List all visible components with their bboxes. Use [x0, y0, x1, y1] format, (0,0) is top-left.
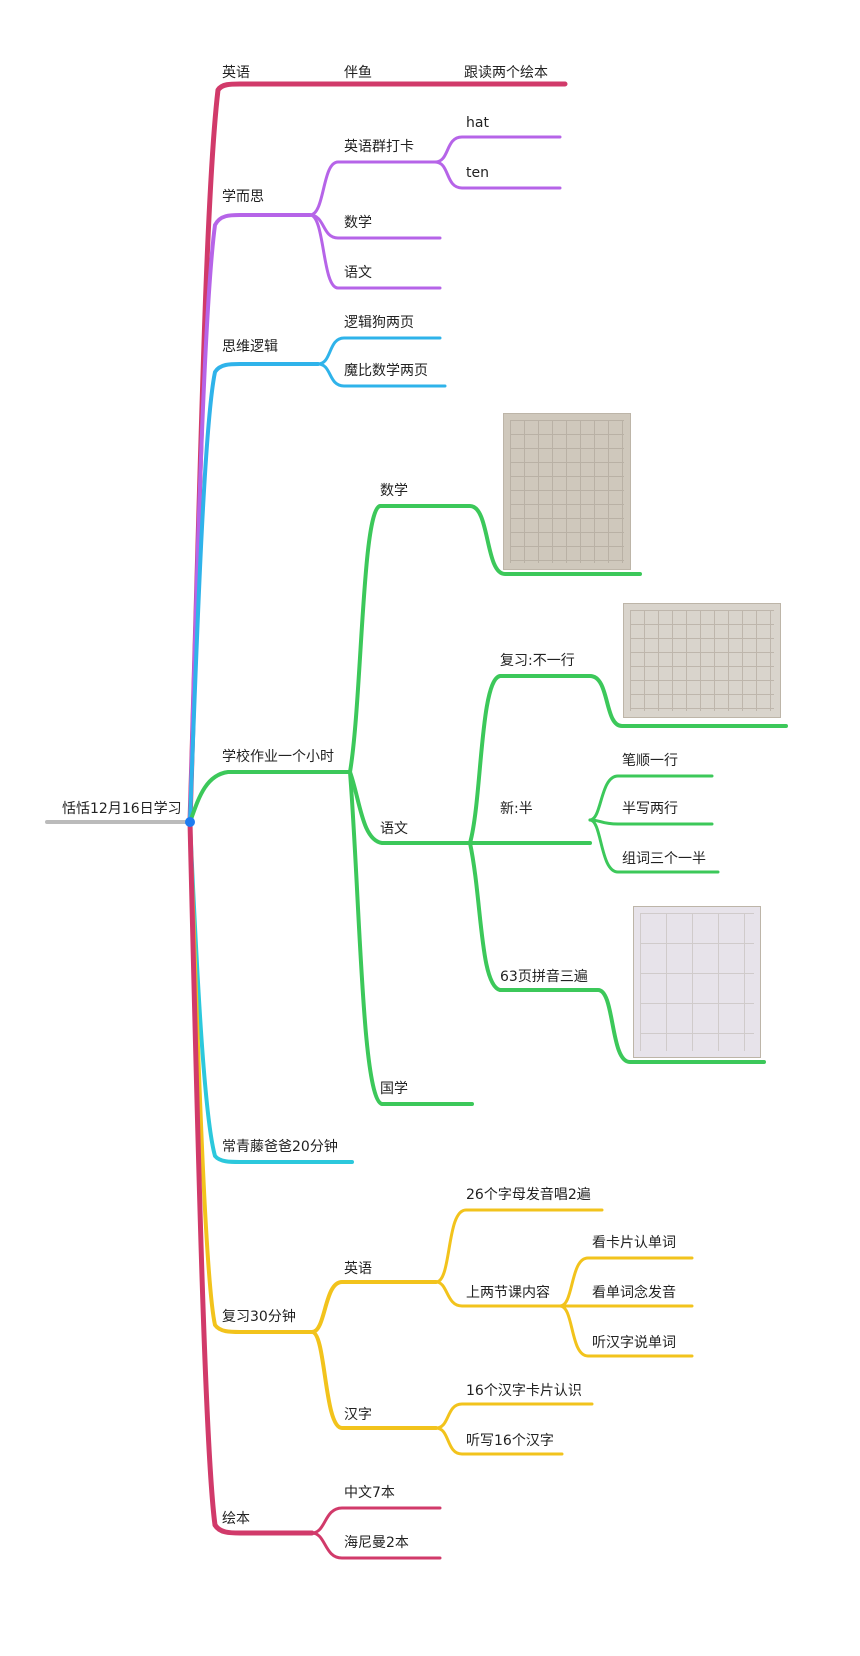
node-hw-new[interactable]: 新:半	[500, 801, 533, 817]
edge-xueersi-math	[308, 213, 442, 240]
edge-r-dictation	[434, 1426, 564, 1456]
node-ivy[interactable]: 常青藤爸爸20分钟	[222, 1139, 338, 1155]
edge-r-english	[310, 1280, 438, 1334]
edge-r-cards	[558, 1256, 694, 1308]
node-hw-pinyin[interactable]: 63页拼音三遍	[500, 969, 588, 985]
node-r-dictation[interactable]: 听写16个汉字	[466, 1433, 554, 1449]
node-r-hanzi[interactable]: 汉字	[344, 1407, 372, 1423]
edge-books-cn	[310, 1506, 442, 1535]
edge-homework	[188, 770, 352, 824]
node-hw-math[interactable]: 数学	[380, 483, 408, 499]
edge-hw-guoxue	[348, 770, 474, 1106]
photo-thumbnail-math[interactable]	[503, 413, 631, 570]
edge-logic-b	[316, 362, 447, 388]
node-hw-stroke[interactable]: 笔顺一行	[622, 753, 678, 769]
edge-r-listen	[558, 1304, 694, 1358]
edge-xueersi-card	[308, 160, 437, 217]
node-xueersi-card[interactable]: 英语群打卡	[344, 139, 414, 155]
node-homework[interactable]: 学校作业一个小时	[222, 749, 334, 765]
node-r-pron[interactable]: 看单词念发音	[592, 1285, 676, 1301]
photo-thumbnail-review[interactable]	[623, 603, 781, 718]
node-english-read[interactable]: 跟读两个绘本	[464, 65, 548, 81]
edge-xueersi-chinese	[308, 213, 442, 290]
edge-r-lessons	[434, 1280, 562, 1308]
edge-hw-review	[468, 674, 788, 845]
node-review30[interactable]: 复习30分钟	[222, 1309, 296, 1325]
edge-r-hanzi	[310, 1330, 438, 1430]
node-r-listen[interactable]: 听汉字说单词	[592, 1335, 676, 1351]
node-xueersi-chinese[interactable]: 语文	[344, 265, 372, 281]
node-hw-review[interactable]: 复习:不一行	[500, 653, 575, 669]
node-books-cn[interactable]: 中文7本	[344, 1485, 395, 1501]
edge-hw-pinyin	[468, 841, 766, 1064]
node-english[interactable]: 英语	[222, 65, 250, 81]
node-r-lessons[interactable]: 上两节课内容	[466, 1285, 550, 1301]
node-logic[interactable]: 思维逻辑	[222, 339, 278, 355]
edge-hw-chinese	[348, 770, 472, 845]
node-english-banyu[interactable]: 伴鱼	[344, 65, 372, 81]
edge-xueersi-ten	[433, 160, 562, 190]
edge-ivy	[188, 820, 354, 1164]
node-xueersi-ten[interactable]: ten	[466, 165, 489, 181]
edge-r-hcards	[434, 1402, 594, 1430]
node-hw-words[interactable]: 组词三个一半	[622, 851, 706, 867]
edge-books	[187, 819, 315, 1536]
node-r-letters[interactable]: 26个字母发音唱2遍	[466, 1187, 591, 1203]
node-logic-b[interactable]: 魔比数学两页	[344, 363, 428, 379]
edge-hw-stroke	[588, 774, 714, 822]
edge-xueersi	[188, 213, 312, 824]
node-r-english[interactable]: 英语	[344, 1261, 372, 1277]
root-dot	[185, 817, 195, 827]
edge-xueersi-hat	[433, 135, 562, 164]
node-r-hcards[interactable]: 16个汉字卡片认识	[466, 1383, 582, 1399]
edge-logic	[188, 362, 320, 824]
edge-hw-words	[588, 818, 720, 874]
node-books-hn[interactable]: 海尼曼2本	[344, 1535, 409, 1551]
edge-books-hn	[310, 1531, 442, 1560]
edge-hw-half	[588, 818, 714, 826]
node-hw-half[interactable]: 半写两行	[622, 801, 678, 817]
node-hw-chinese[interactable]: 语文	[380, 821, 408, 837]
edge-review30	[188, 820, 314, 1334]
node-xueersi[interactable]: 学而思	[222, 189, 264, 205]
node-xueersi-math[interactable]: 数学	[344, 215, 372, 231]
edge-logic-a	[316, 336, 442, 366]
edge-r-letters	[434, 1208, 604, 1284]
node-hw-guoxue[interactable]: 国学	[380, 1081, 408, 1097]
photo-thumbnail-pinyin[interactable]	[633, 906, 761, 1058]
node-logic-a[interactable]: 逻辑狗两页	[344, 315, 414, 331]
node-r-cards[interactable]: 看卡片认单词	[592, 1235, 676, 1251]
edge-hw-math	[348, 504, 642, 774]
node-books[interactable]: 绘本	[222, 1511, 250, 1527]
root-label[interactable]: 恬恬12月16日学习	[62, 801, 182, 817]
node-xueersi-hat[interactable]: hat	[466, 115, 489, 131]
